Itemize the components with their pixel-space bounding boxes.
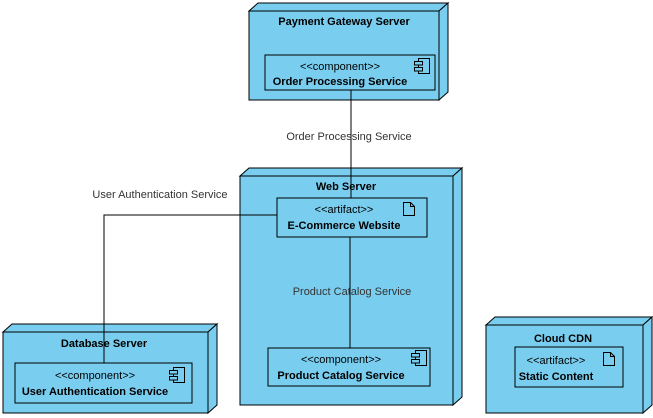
- node-right-face: [642, 315, 653, 415]
- component-user-authentication-service[interactable]: <<component>> User Authentication Servic…: [14, 362, 193, 404]
- node-cloud-cdn[interactable]: Cloud CDN <<artifact>> Static Content: [484, 315, 653, 415]
- artifact-name: Static Content: [519, 371, 594, 383]
- node-top-face: [484, 316, 653, 326]
- artifact-stereotype: <<artifact>>: [315, 204, 374, 216]
- component-box: [267, 347, 431, 387]
- node-right-face: [207, 322, 218, 415]
- component-stereotype: <<component>>: [301, 354, 381, 366]
- artifact-stereotype: <<artifact>>: [527, 355, 586, 367]
- component-box: [264, 54, 436, 91]
- node-top-face: [247, 2, 450, 12]
- node-top-face: [1, 323, 219, 333]
- node-right-face: [438, 1, 449, 102]
- artifact-box: [276, 197, 428, 238]
- connector-label-user-authentication: User Authentication Service: [92, 189, 227, 201]
- component-name: Order Processing Service: [273, 76, 408, 88]
- connector-user-authentication[interactable]: [103, 214, 277, 363]
- component-stereotype: <<component>>: [55, 370, 135, 382]
- node-title: Payment Gateway Server: [278, 16, 410, 28]
- connector-label-order-processing: Order Processing Service: [286, 131, 411, 143]
- component-product-catalog-service[interactable]: <<component>> Product Catalog Service: [267, 347, 431, 387]
- artifact-icon: [403, 202, 415, 216]
- artifact-icon: [603, 352, 615, 366]
- artifact-ecommerce-website[interactable]: <<artifact>> E-Commerce Website: [276, 197, 428, 238]
- component-stereotype: <<component>>: [300, 61, 380, 73]
- component-name: User Authentication Service: [22, 386, 168, 398]
- component-order-processing-service[interactable]: <<component>> Order Processing Service: [264, 54, 436, 91]
- artifact-name: E-Commerce Website: [288, 220, 401, 232]
- node-title: Web Server: [316, 181, 377, 193]
- node-right-face: [452, 166, 463, 407]
- artifact-static-content[interactable]: <<artifact>> Static Content: [514, 346, 624, 388]
- connector-label-product-catalog: Product Catalog Service: [293, 286, 412, 298]
- node-payment-gateway-server[interactable]: Payment Gateway Server <<component>> Ord…: [247, 1, 450, 102]
- node-title: Cloud CDN: [534, 333, 592, 345]
- component-name: Product Catalog Service: [277, 370, 404, 382]
- component-box: [14, 362, 193, 404]
